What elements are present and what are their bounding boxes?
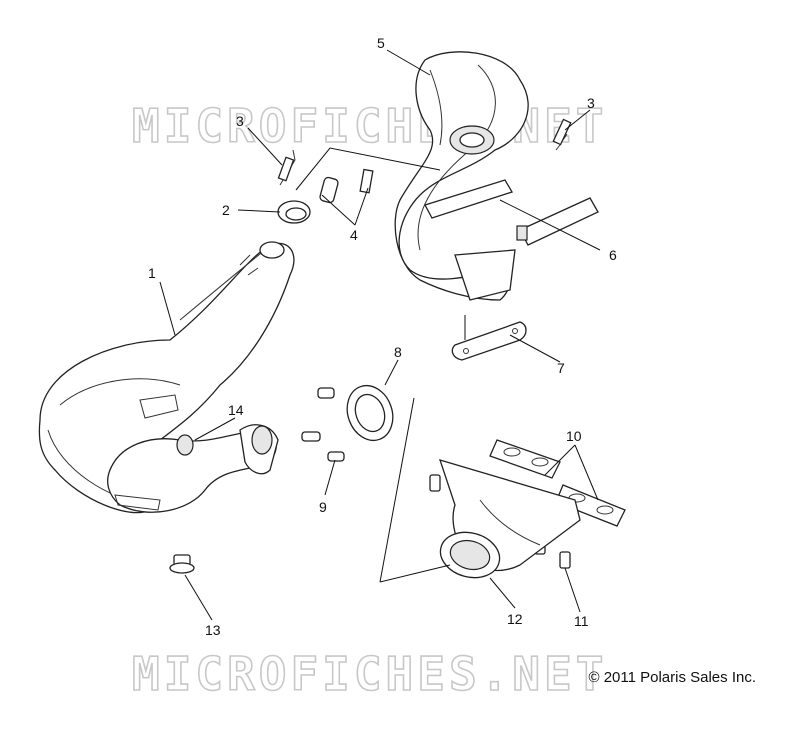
callout-7: 7 [557,360,565,376]
gasket-part-upper [489,439,561,479]
callout-1: 1 [148,265,156,281]
callout-6: 6 [609,247,617,263]
bracket-part [424,179,599,246]
callout-14: 14 [228,402,244,418]
callout-9: 9 [319,499,327,515]
spring-part-left [277,149,296,186]
leader-lines [159,49,601,621]
spring-pair-part [319,168,374,204]
callout-8: 8 [394,344,402,360]
seal-ring-part [277,200,311,224]
watermark-bottom: MICROFICHES.NET [132,647,607,701]
callout-4: 4 [350,227,358,243]
watermark-top: MICROFICHES.NET [132,99,607,153]
callout-11: 11 [574,613,589,629]
copyright-notice: © 2011 Polaris Sales Inc. [588,669,756,686]
callout-2: 2 [222,202,230,218]
silencer-part [394,51,529,301]
spring-set-part [301,387,345,462]
exhaust-pipe-part [38,241,295,514]
callout-5: 5 [377,35,385,51]
pipe-bend-part [239,424,279,475]
exhaust-manifold-part [438,459,581,579]
callout-13: 13 [205,622,221,638]
gasket-ring-part [346,384,394,442]
callout-10: 10 [566,428,582,444]
spring-part-right [552,118,572,151]
callout-12: 12 [507,611,523,627]
callout-3-right: 3 [587,95,595,111]
callout-3-left: 3 [236,113,244,129]
plug-part [169,554,195,574]
mounting-plate-part [451,321,527,361]
